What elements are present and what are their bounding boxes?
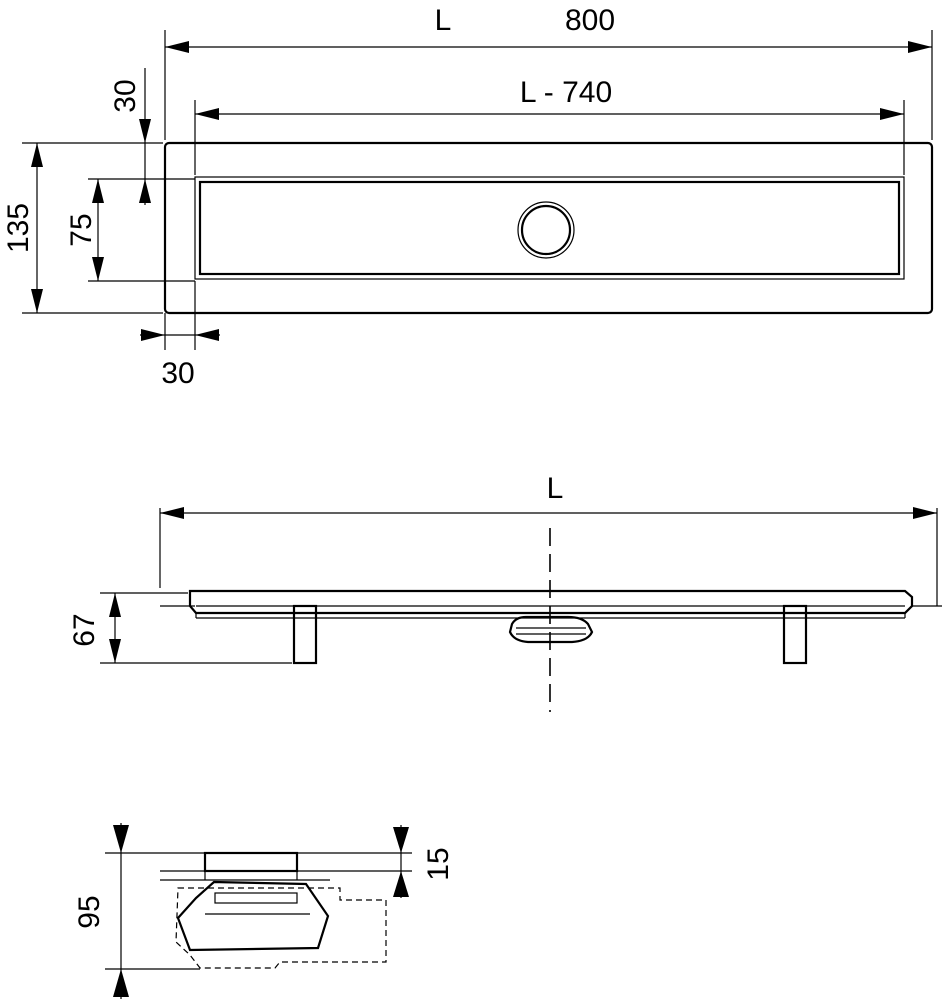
- label-side-offset: 30: [161, 357, 194, 390]
- housing-dashed: [175, 887, 387, 969]
- label-side-top: 15: [422, 847, 455, 880]
- label-top-offset: 30: [109, 79, 142, 112]
- label-front-length: L: [547, 472, 564, 505]
- front-view: L 67: [68, 472, 942, 712]
- outlet-fitting: [508, 615, 594, 644]
- top-view: L 800 L - 740 135 75 30 30: [2, 4, 934, 390]
- label-side-height: 95: [73, 895, 106, 928]
- drain-grate: [198, 180, 901, 276]
- grate-cap: [203, 851, 299, 873]
- label-length-value: 800: [565, 4, 615, 37]
- support-foot-left: [292, 604, 318, 665]
- side-view: 95 15: [73, 823, 455, 999]
- label-inner-height: 75: [65, 213, 98, 246]
- label-inner-length: L - 740: [520, 76, 612, 109]
- trap-inner-top: [214, 892, 298, 904]
- label-front-height: 67: [68, 613, 101, 646]
- outlet-circle-outer: [517, 201, 575, 259]
- label-total-height: 135: [2, 203, 35, 253]
- support-foot-right: [782, 604, 808, 665]
- label-length-symbol: L: [435, 4, 452, 37]
- drain-frame-outer: [163, 141, 934, 315]
- trap-body: [176, 880, 330, 952]
- outlet-circle-inner: [520, 204, 572, 256]
- drain-frame-inner: [194, 176, 905, 280]
- drain-channel-profile: [188, 589, 914, 615]
